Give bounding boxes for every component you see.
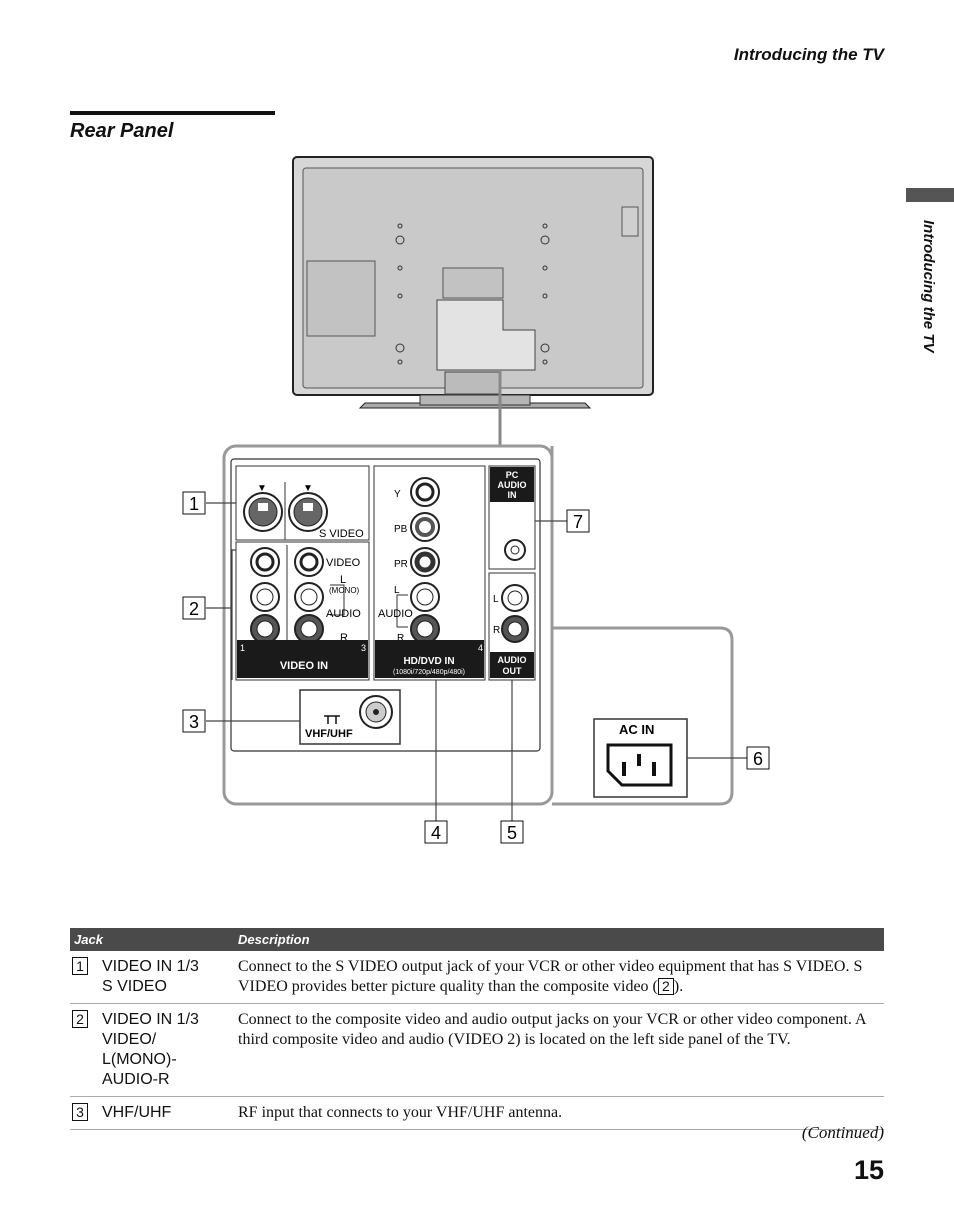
callout-4: 4 (424, 820, 448, 844)
hd-dvd-in-label: HD/DVD IN (403, 656, 454, 667)
mono-label: (MONO) (329, 586, 360, 595)
svg-text:5: 5 (507, 823, 517, 843)
svg-text:2: 2 (189, 599, 199, 619)
pr-label: PR (394, 559, 408, 570)
ac-in-label: AC IN (619, 722, 654, 737)
jack-name-line: VHF/UHF (102, 1104, 172, 1121)
hd-num-label: 4 (478, 643, 483, 653)
hd-dvd-in-jacks: Y PB PR L AUDIO R 4 HD/DVD IN (1080i/720… (373, 465, 486, 681)
row-number: 1 (72, 957, 88, 975)
jack-name-line: VIDEO/ (102, 1031, 157, 1048)
rear-panel-diagram: ▼ ▼ S VIDEO VIDEO L (MONO) AUDIO R 1 3 (182, 156, 770, 844)
video-in-jacks: VIDEO L (MONO) AUDIO R 1 3 VIDEO IN (235, 541, 370, 681)
y-label: Y (394, 489, 401, 500)
vhf-uhf-label: VHF/UHF (305, 728, 353, 740)
jack-name-line: S VIDEO (102, 978, 167, 995)
pc-audio-label-1: PC (506, 470, 519, 480)
continued-note: (Continued) (801, 1123, 884, 1142)
description-column-header: Description (234, 928, 884, 951)
vhf-uhf-jack: VHF/UHF (299, 689, 401, 745)
table-row: 3 VHF/UHF RF input that connects to your… (70, 1096, 884, 1130)
callout-5: 5 (500, 820, 524, 844)
svg-text:▼: ▼ (257, 483, 267, 494)
audio-out-jacks: L R AUDIO OUT (488, 572, 536, 681)
svg-text:6: 6 (753, 749, 763, 769)
ac-in-jack: AC IN (593, 718, 688, 798)
video-in-num-3: 3 (361, 643, 366, 653)
callout-1: 1 (182, 491, 206, 515)
hd-dvd-res-label: (1080i/720p/480p/480i) (393, 669, 465, 676)
video-in-label: VIDEO IN (280, 660, 328, 672)
jack-name-line: VIDEO IN 1/3 (102, 958, 199, 975)
row-description: RF input that connects to your VHF/UHF a… (234, 1096, 884, 1130)
out-l-label: L (493, 594, 499, 605)
tv-back-illustration (292, 156, 654, 409)
hd-r-label: R (397, 633, 404, 644)
row-description: Connect to the composite video and audio… (234, 1003, 884, 1097)
side-tab-marker (906, 188, 954, 202)
table-header-row: Jack Description (70, 928, 884, 951)
svg-text:▼: ▼ (303, 483, 313, 494)
audio-label: AUDIO (326, 608, 361, 620)
callout-7: 7 (566, 509, 590, 533)
callout-6: 6 (746, 746, 770, 770)
callout-2: 2 (182, 596, 206, 620)
side-tab-label: Introducing the TV (920, 220, 937, 353)
row-number: 3 (72, 1103, 88, 1121)
audio-out-label-2: OUT (503, 666, 523, 676)
audio-out-label-1: AUDIO (498, 655, 527, 665)
page-number: 15 (853, 1155, 884, 1185)
jack-column-header: Jack (70, 928, 234, 951)
table-row: 1 VIDEO IN 1/3 S VIDEO Connect to the S … (70, 951, 884, 1004)
r-label: R (340, 632, 348, 644)
svg-text:3: 3 (189, 712, 199, 732)
row-number: 2 (72, 1010, 88, 1028)
pc-audio-label-3: IN (508, 490, 517, 500)
svg-text:4: 4 (431, 823, 441, 843)
reference-box: 2 (657, 978, 674, 995)
callout-3: 3 (182, 709, 206, 733)
jack-name-line: L(MONO)- (102, 1051, 177, 1068)
video-in-num-1: 1 (240, 643, 245, 653)
svg-text:7: 7 (573, 512, 583, 532)
s-video-label: S VIDEO (319, 528, 364, 540)
pc-audio-label-2: AUDIO (498, 480, 527, 490)
jack-table: Jack Description 1 VIDEO IN 1/3 S VIDEO … (70, 928, 884, 1130)
pc-audio-in-jack: PC AUDIO IN (488, 465, 536, 570)
pb-label: PB (394, 524, 408, 535)
running-header: Introducing the TV (733, 45, 884, 64)
l-label: L (340, 574, 346, 586)
video-label: VIDEO (326, 557, 361, 569)
hd-l-label: L (394, 585, 400, 596)
svg-text:1: 1 (189, 494, 199, 514)
table-row: 2 VIDEO IN 1/3 VIDEO/ L(MONO)- AUDIO-R C… (70, 1003, 884, 1097)
hd-audio-label: AUDIO (378, 608, 413, 620)
jack-name-line: VIDEO IN 1/3 (102, 1011, 199, 1028)
section-title: Rear Panel (70, 120, 174, 142)
section-rule (70, 111, 275, 115)
out-r-label: R (493, 625, 500, 636)
jack-name-line: AUDIO-R (102, 1071, 170, 1088)
row-description: Connect to the S VIDEO output jack of yo… (234, 951, 884, 1004)
s-video-jacks: ▼ ▼ S VIDEO (235, 465, 370, 541)
